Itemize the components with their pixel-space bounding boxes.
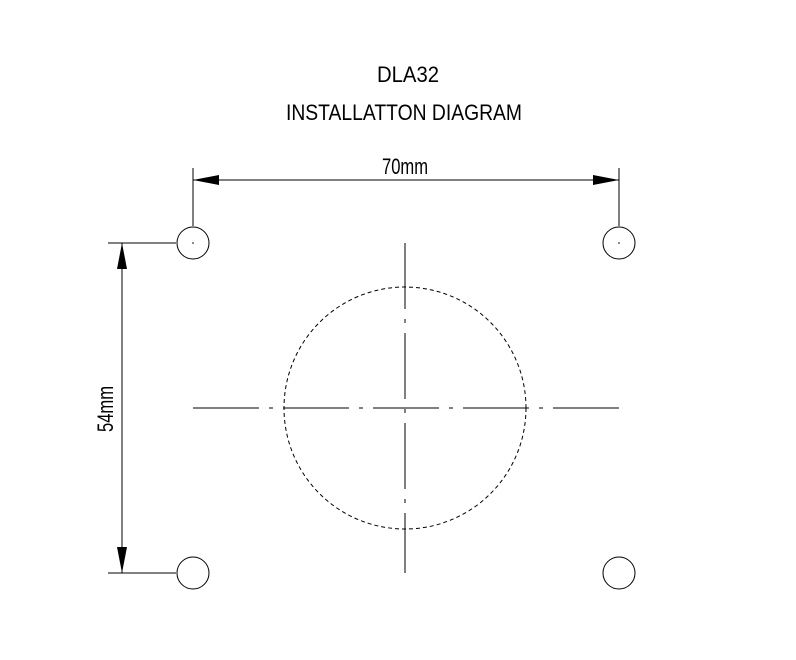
width-dimension-label: 70mm <box>382 154 428 179</box>
center-lines <box>193 243 619 573</box>
width-arrow-right <box>593 175 619 185</box>
mounting-hole-top-left <box>176 226 210 260</box>
mounting-hole-top-right <box>602 226 636 260</box>
diagram-title: DLA32 <box>377 62 439 87</box>
height-arrow-top <box>117 243 127 269</box>
height-dimension <box>108 242 176 574</box>
mounting-hole-bottom-left <box>176 556 210 590</box>
width-dimension <box>192 168 620 226</box>
mounting-hole-bottom-right <box>602 556 636 590</box>
height-arrow-bottom <box>117 547 127 573</box>
hole-center-dot-top-right <box>618 242 620 244</box>
mounting-holes <box>176 226 636 590</box>
diagram-subtitle: INSTALLATTON DIAGRAM <box>286 100 522 125</box>
hole-center-dot-top-left <box>192 242 194 244</box>
width-arrow-left <box>193 175 219 185</box>
height-dimension-label: 54mm <box>93 386 118 432</box>
